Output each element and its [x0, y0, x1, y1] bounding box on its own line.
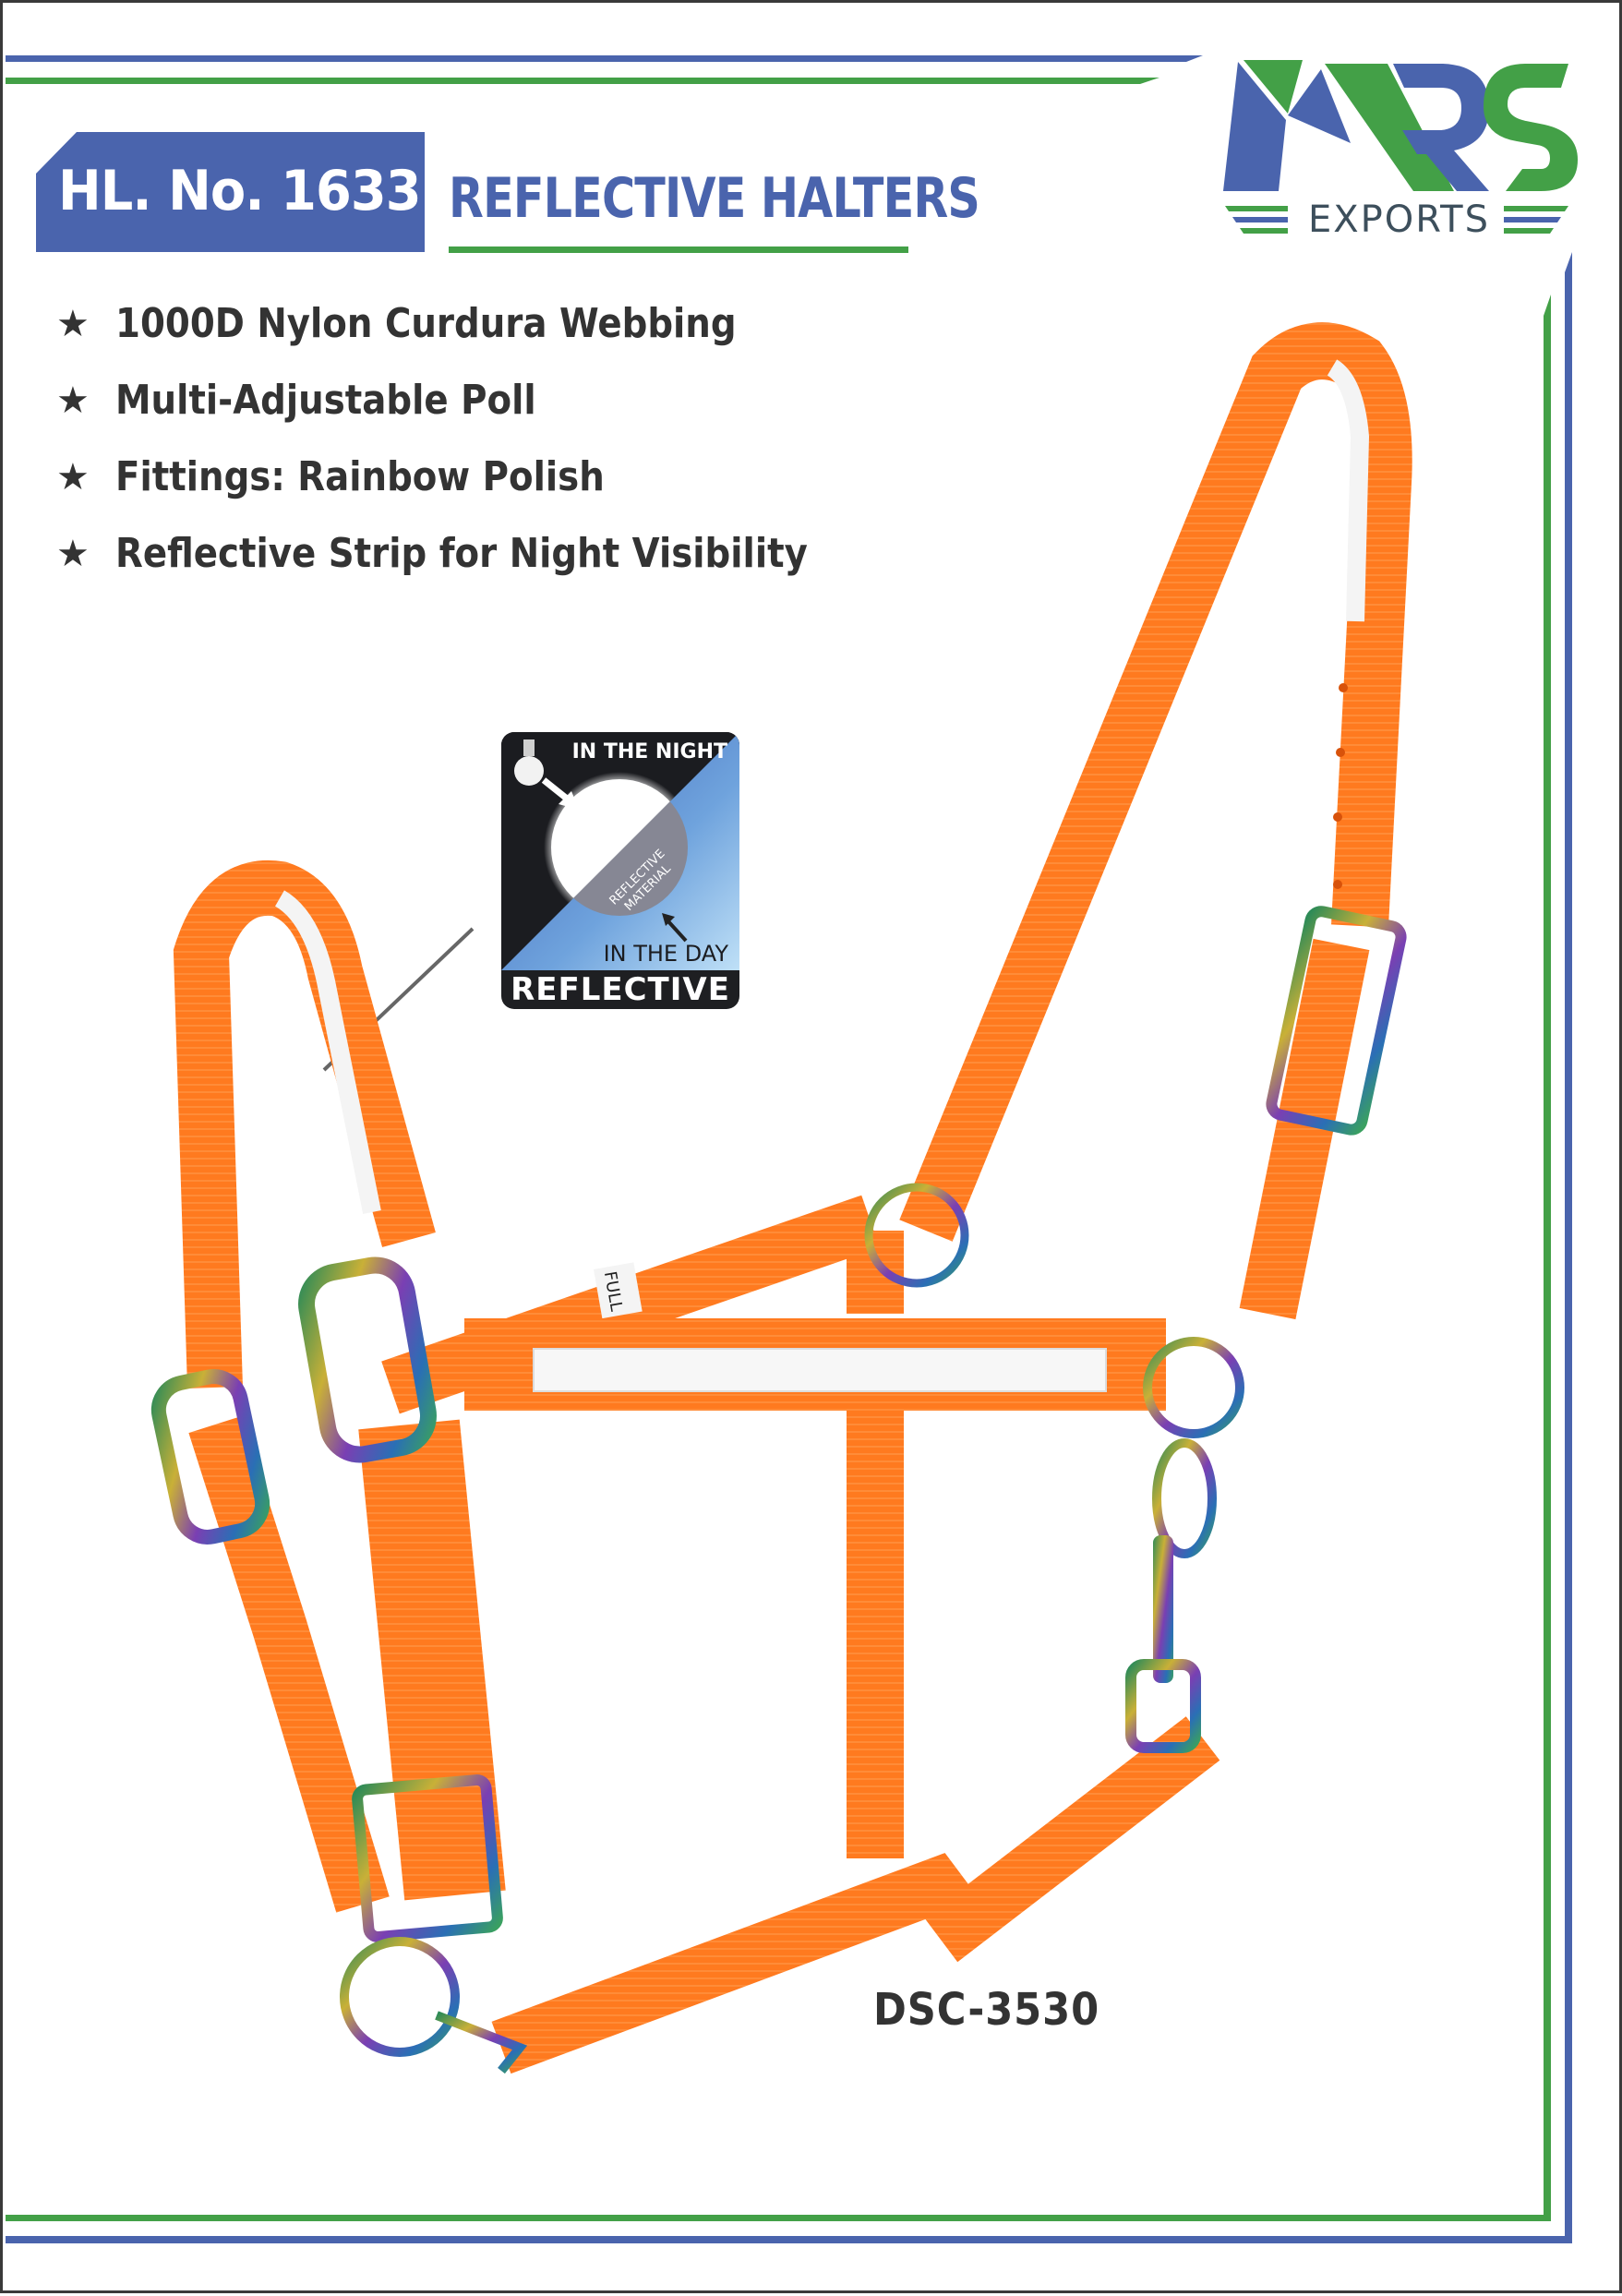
size-tag: FULL: [594, 1262, 643, 1319]
left-cheek-strap: [358, 1419, 506, 1901]
star-icon: ★: [56, 379, 90, 422]
feature-list: ★ 1000D Nylon Curdura Webbing ★ Multi-Ad…: [56, 285, 902, 592]
product-title: REFLECTIVE HALTERS: [449, 166, 980, 231]
jaw-strap: [491, 1716, 1220, 2074]
noseband-reflective-strip: [533, 1348, 1107, 1392]
snap-hook: [1125, 1438, 1217, 1753]
right-cheek-strap: [1239, 938, 1370, 1320]
feature-item: ★ Fittings: Rainbow Polish: [56, 439, 902, 515]
feature-text: Fittings: Rainbow Polish: [115, 453, 605, 500]
bottom-green-line: [6, 2215, 1551, 2221]
logo-m-blue-mid: [1288, 69, 1351, 143]
crown-strap: [899, 322, 1412, 1242]
logo-s-green: [1484, 64, 1578, 191]
chin-ring-d: [435, 2011, 528, 2074]
frame-lines: [6, 55, 1572, 2243]
left-square-fitting: [150, 1369, 270, 1545]
logo-m-green: [1244, 60, 1303, 114]
reflective-footer-label: REFLECTIVE: [511, 971, 730, 1008]
reflective-diagram: IN THE NIGHT IN THE DAY REFLECTIVE MATER…: [501, 732, 739, 1008]
feature-text: Multi-Adjustable Poll: [115, 377, 536, 424]
title-underline: [449, 246, 908, 253]
logo-r-blue: [1393, 64, 1489, 191]
right-blue-line: [1565, 252, 1572, 2243]
logo-r-green: [1325, 64, 1454, 191]
right-ring: [1143, 1337, 1244, 1438]
product-code: DSC-3530: [873, 1984, 1100, 2036]
bottom-blue-line: [6, 2236, 1572, 2243]
feature-item: ★ 1000D Nylon Curdura Webbing: [56, 285, 902, 362]
top-green-line: [6, 78, 1159, 84]
logo-m-blue-left: [1223, 62, 1286, 191]
feature-item: ★ Reflective Strip for Night Visibility: [56, 515, 902, 592]
star-icon: ★: [56, 302, 90, 345]
logo-subtitle: EXPORTS: [1308, 198, 1490, 241]
top-center-ring: [864, 1183, 969, 1288]
right-green-line: [1544, 295, 1551, 2221]
left-poll-loop: [173, 859, 436, 1388]
feature-item: ★ Multi-Adjustable Poll: [56, 362, 902, 439]
chin-ring-left: [340, 1937, 460, 2057]
halter-product-image: FULL: [150, 322, 1412, 2074]
top-blue-line: [6, 55, 1203, 62]
day-label: IN THE DAY: [604, 941, 729, 967]
feature-text: 1000D Nylon Curdura Webbing: [115, 300, 737, 347]
reflective-info-badge: IN THE NIGHT IN THE DAY REFLECTIVE MATER…: [501, 732, 739, 1009]
left-reflective-strip: [274, 890, 381, 1214]
item-number: HL. No. 1633: [58, 159, 422, 223]
feature-text: Reflective Strip for Night Visibility: [115, 530, 808, 577]
star-icon: ★: [56, 455, 90, 499]
crown-buckle: [1266, 906, 1407, 1136]
item-number-badge: [36, 132, 425, 252]
throat-square-fitting: [298, 1256, 437, 1463]
cheek-buckle: [352, 1774, 503, 1942]
light-bulb-icon: [514, 739, 544, 786]
star-icon: ★: [56, 532, 90, 575]
mrs-exports-logo: [1223, 60, 1578, 234]
crown-reflective-strip: [1327, 359, 1370, 622]
night-label: IN THE NIGHT: [572, 740, 727, 763]
left-lower-strap: [188, 1415, 390, 1913]
